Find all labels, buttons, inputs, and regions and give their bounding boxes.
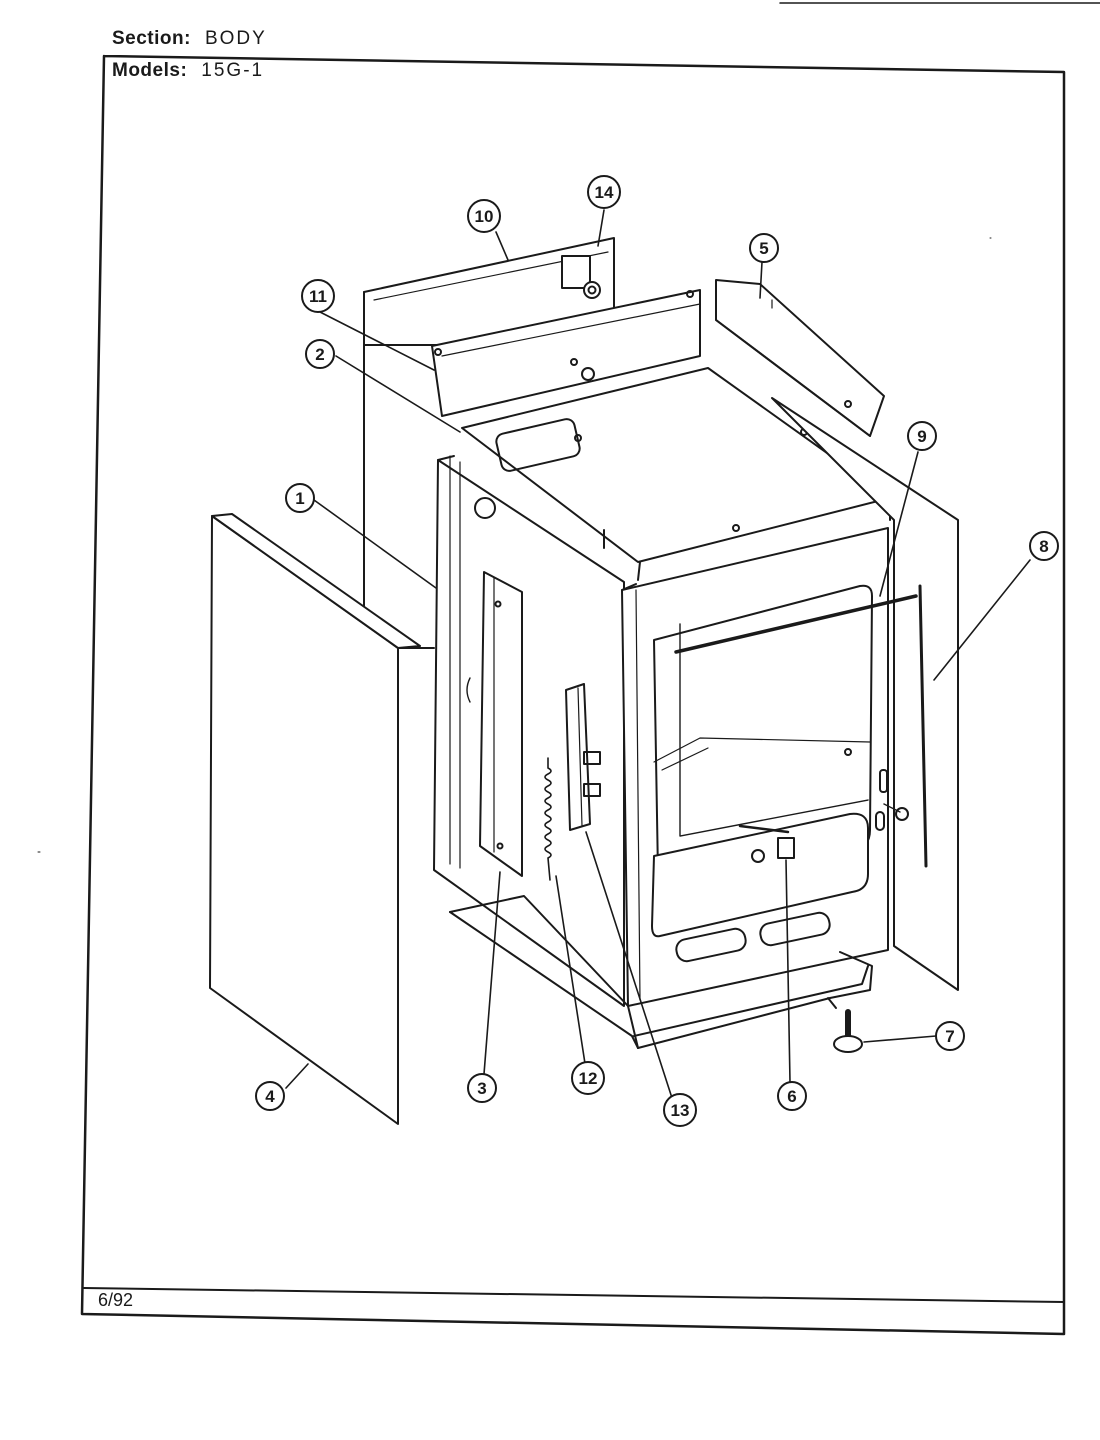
section-header: Section: BODY (112, 28, 267, 50)
callout-13: 13 (663, 1093, 697, 1127)
svg-text:2: 2 (315, 345, 324, 364)
svg-text:14: 14 (595, 183, 614, 202)
models-value: 15G-1 (201, 60, 265, 81)
mounting-plate (479, 571, 523, 877)
svg-text:9: 9 (917, 427, 926, 446)
right-rail (715, 279, 885, 437)
switch-part (561, 255, 601, 299)
callout-11: 11 (301, 279, 335, 313)
callout-2: 2 (305, 339, 335, 369)
svg-text:13: 13 (671, 1101, 690, 1120)
callout-7: 7 (935, 1021, 965, 1051)
svg-text:4: 4 (265, 1087, 275, 1106)
callout-8: 8 (1029, 531, 1059, 561)
svg-text:7: 7 (945, 1027, 954, 1046)
page-frame (37, 2, 1100, 1336)
side-bracket (751, 837, 795, 863)
leveling-leg (833, 1009, 863, 1053)
models-label: Models: (112, 60, 188, 81)
svg-text:3: 3 (477, 1079, 486, 1098)
top-bracket (431, 289, 701, 417)
svg-text:12: 12 (579, 1069, 598, 1088)
section-label: Section: (112, 28, 191, 49)
svg-text:1: 1 (295, 489, 304, 508)
front-frame (621, 527, 918, 1007)
right-side-panel (771, 397, 959, 991)
callout-10: 10 (467, 199, 501, 233)
body-left-side (433, 455, 625, 1007)
callout-3: 3 (467, 1073, 497, 1103)
callout-12: 12 (571, 1061, 605, 1095)
base-pan (449, 895, 873, 1049)
callout-5: 5 (749, 233, 779, 263)
callout-9: 9 (907, 421, 937, 451)
svg-text:11: 11 (309, 287, 327, 306)
leader-lines (285, 209, 1031, 1099)
door-hinge (565, 683, 601, 831)
side-panel (209, 513, 435, 1125)
inner-rails (653, 737, 871, 834)
models-header: Models: 15G-1 (112, 60, 264, 82)
date-label: 6/92 (98, 1290, 133, 1310)
svg-text:10: 10 (475, 207, 494, 226)
door-spring (544, 757, 552, 881)
svg-text:6: 6 (787, 1087, 796, 1106)
section-value: BODY (204, 28, 267, 49)
callout-6: 6 (777, 1081, 807, 1111)
svg-text:5: 5 (759, 239, 768, 258)
svg-text:8: 8 (1039, 537, 1048, 556)
callout-1: 1 (285, 483, 315, 513)
callout-4: 4 (255, 1081, 285, 1111)
callout-14: 14 (587, 175, 621, 209)
